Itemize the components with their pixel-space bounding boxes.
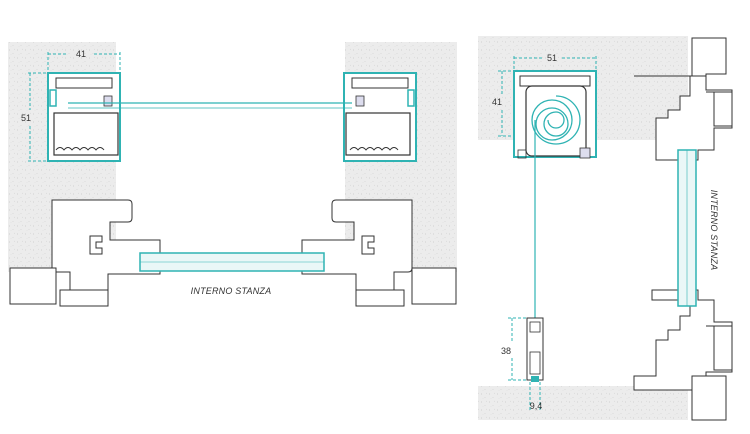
dim-side-label: 51 <box>21 113 31 123</box>
right-lower-wood-frame <box>633 289 733 421</box>
right-window-profile <box>343 72 417 162</box>
right-upper-wood-frame <box>634 37 733 161</box>
dimension-top-right: 51 <box>513 53 597 70</box>
dim-top-right-label: 51 <box>547 53 557 63</box>
dimension-side-right: 41 <box>492 70 514 137</box>
right-wood-frame <box>301 199 457 307</box>
dim-top-label: 41 <box>76 49 86 59</box>
wall-bottom-right <box>478 386 688 420</box>
dimension-bottom-width: 9,4 <box>529 382 543 412</box>
roller-box-profile <box>513 70 597 159</box>
bottom-bar-profile <box>526 317 544 382</box>
dimension-top-left: 41 <box>47 49 121 72</box>
room-label-left: INTERNO STANZA <box>191 286 272 296</box>
roller-spiral-icon <box>531 95 581 145</box>
room-label-right: INTERNO STANZA <box>709 190 719 271</box>
dim-bottom-height-label: 38 <box>501 346 511 356</box>
left-wood-frame <box>9 199 161 307</box>
dim-side-right-label: 41 <box>492 97 502 107</box>
left-section-view: 41 51 INTERNO STANZA <box>8 42 457 307</box>
dimension-side-left: 51 <box>21 72 48 162</box>
left-window-profile <box>47 72 121 162</box>
dim-bottom-width-label: 9,4 <box>530 401 543 411</box>
dimension-bottom-height: 38 <box>501 317 527 381</box>
right-section-view: 51 41 38 9,4 <box>478 36 733 421</box>
